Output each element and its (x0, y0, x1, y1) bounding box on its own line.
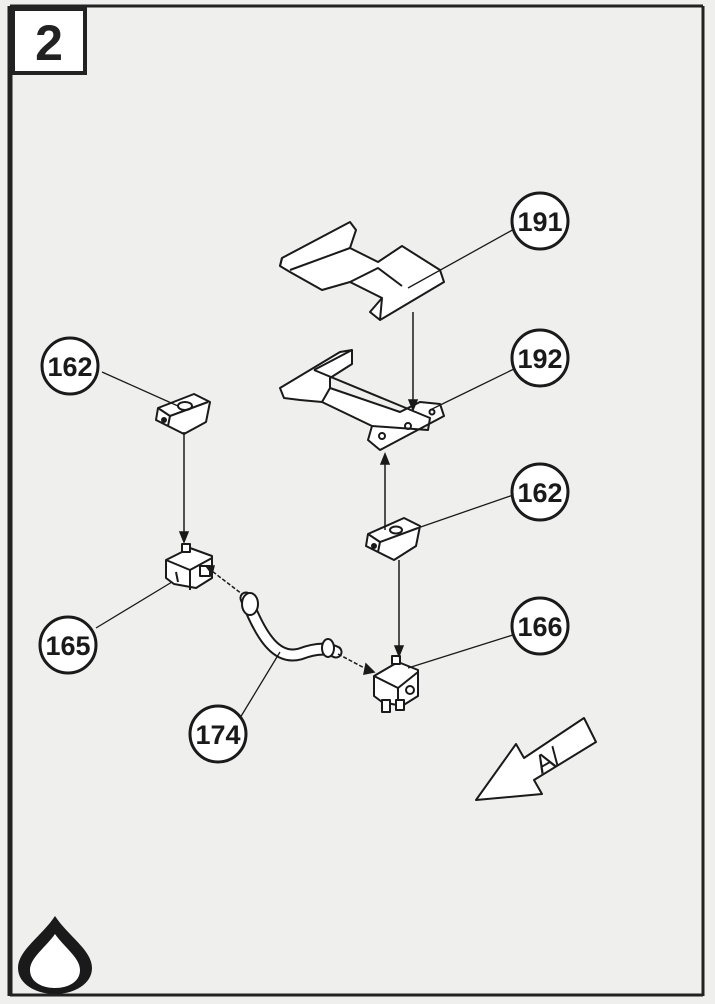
callout-label: 192 (517, 344, 562, 374)
part-166 (373, 655, 419, 713)
callout-label: 174 (195, 720, 240, 750)
callout-162-right: 162 (510, 462, 570, 522)
leader-lines (95, 227, 517, 719)
callout-174: 174 (188, 704, 248, 764)
callout-162-left: 162 (40, 336, 100, 396)
callout-label: 191 (517, 207, 562, 237)
part-162-left (155, 393, 211, 435)
step-number: 2 (35, 15, 63, 71)
part-191 (279, 221, 445, 321)
callout-191: 191 (510, 191, 570, 251)
callout-label: 166 (517, 612, 562, 642)
callout-label: 165 (45, 631, 90, 661)
callout-192: 192 (510, 328, 570, 388)
callout-label: 162 (517, 478, 562, 508)
glue-drop-icon (18, 916, 92, 994)
step-number-box: 2 (11, 7, 87, 75)
part-174 (239, 591, 343, 662)
callout-165: 165 (38, 615, 98, 675)
part-165 (165, 543, 213, 590)
callout-166: 166 (510, 596, 570, 656)
callout-label: 162 (47, 352, 92, 382)
assembly-arrows (178, 312, 419, 675)
part-162-right (365, 517, 421, 561)
